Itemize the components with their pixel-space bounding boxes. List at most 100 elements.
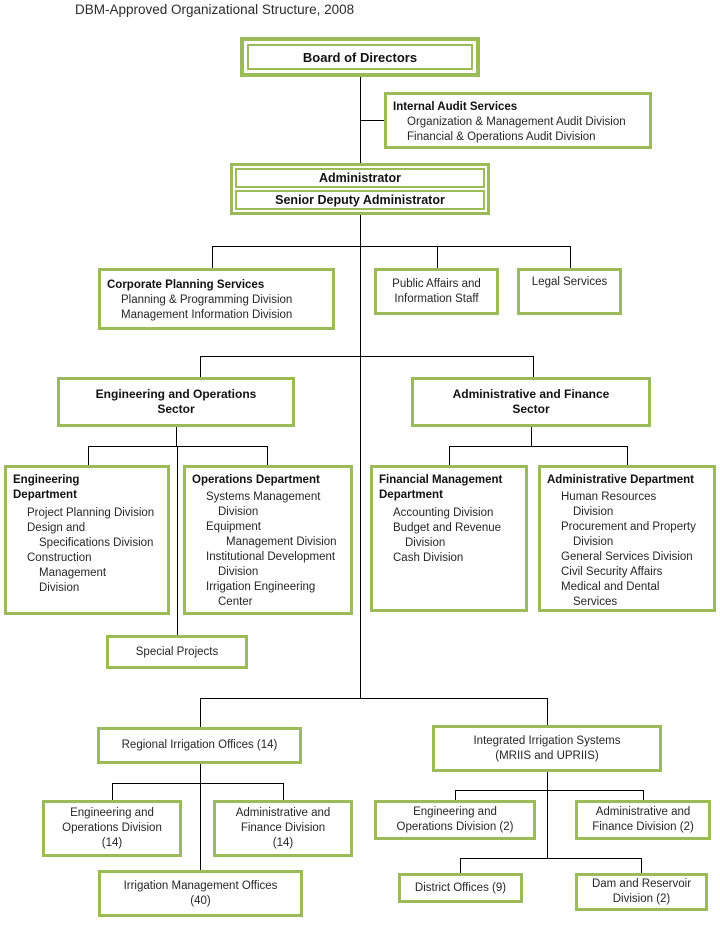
node-line: Management Information Division xyxy=(121,309,293,321)
connector-line xyxy=(455,790,456,800)
connector-line xyxy=(212,246,213,268)
node-line: Management xyxy=(39,567,107,579)
connector-line xyxy=(643,790,644,800)
page-title: DBM-Approved Organizational Structure, 2… xyxy=(75,2,355,17)
connector-line xyxy=(360,120,384,121)
node-legal-services: Legal Services xyxy=(517,268,622,315)
node-title-line: Financial Management xyxy=(379,474,503,486)
node-irrigation-management-offices: Irrigation Management Offices (40) xyxy=(98,870,303,917)
node-board-of-directors: Board of Directors xyxy=(240,37,480,77)
node-administrator: Administrator xyxy=(235,168,485,188)
node-engineering-operations-division-14: Engineering and Operations Division (14) xyxy=(42,800,182,857)
node-line: Institutional Development xyxy=(206,551,336,563)
node-line: Center xyxy=(218,596,253,608)
connector-line xyxy=(177,446,178,635)
node-administrative-finance-division-2: Administrative and Finance Division (2) xyxy=(575,800,711,840)
node-line: Planning & Programming Division xyxy=(121,294,293,306)
node-district-offices: District Offices (9) xyxy=(398,873,523,903)
connector-line xyxy=(531,427,532,446)
connector-line xyxy=(455,790,643,791)
node-administrator-stack: Administrator Senior Deputy Administrato… xyxy=(230,163,490,215)
connector-line xyxy=(88,446,89,465)
node-line: Division xyxy=(573,506,614,518)
node-line: Division xyxy=(39,582,80,594)
connector-line xyxy=(570,246,571,268)
node-regional-irrigation-offices: Regional Irrigation Offices (14) xyxy=(97,727,302,764)
connector-line xyxy=(533,356,534,377)
node-line: Design and xyxy=(27,522,86,534)
node-line: Specifications Division xyxy=(39,537,154,549)
node-line: Operations Division (2) xyxy=(396,821,514,833)
connector-line xyxy=(212,246,570,247)
node-administrative-department: Administrative Department Human Resource… xyxy=(538,465,716,612)
node-line: Finance Division (2) xyxy=(592,821,694,833)
node-line: Finance Division xyxy=(240,822,326,834)
node-title-line: Engineering xyxy=(13,474,80,486)
node-line: Administrative and xyxy=(235,807,331,819)
node-line: Procurement and Property xyxy=(561,521,696,533)
node-line: Integrated Irrigation Systems xyxy=(473,734,621,747)
node-line: Financial & Operations Audit Division xyxy=(407,131,596,143)
node-line: Information Staff xyxy=(394,292,479,305)
node-line: Human Resources xyxy=(561,491,657,503)
node-title-line: Operations Department xyxy=(192,474,320,486)
node-senior-deputy-administrator: Senior Deputy Administrator xyxy=(235,190,485,210)
node-title-line: Department xyxy=(13,489,77,501)
connector-line xyxy=(200,698,201,727)
node-line: Systems Management xyxy=(206,491,321,503)
connector-line xyxy=(547,698,548,725)
node-financial-management-department: Financial Management Department Accounti… xyxy=(370,465,528,612)
node-line: Division xyxy=(218,506,259,518)
node-line: Sector xyxy=(157,402,195,416)
node-engineering-operations-sector: Engineering and Operations Sector xyxy=(57,377,295,427)
connector-line xyxy=(112,783,113,800)
node-line: General Services Division xyxy=(561,551,693,563)
connector-line xyxy=(200,356,533,357)
node-line: (14) xyxy=(272,837,294,849)
node-integrated-irrigation-systems: Integrated Irrigation Systems (MRIIS and… xyxy=(432,725,662,772)
node-line: (40) xyxy=(190,894,211,907)
node-engineering-department: Engineering Department Project Planning … xyxy=(4,465,170,615)
node-line: Irrigation Management Offices xyxy=(123,879,278,892)
node-administrative-finance-division-14: Administrative and Finance Division (14) xyxy=(213,800,353,857)
connector-line xyxy=(360,215,361,698)
node-special-projects: Special Projects xyxy=(106,635,248,669)
connector-line xyxy=(267,446,268,465)
node-label: Board of Directors xyxy=(247,44,473,70)
node-line: (MRIIS and UPRIIS) xyxy=(495,749,599,762)
node-label: Regional Irrigation Offices (14) xyxy=(121,739,278,751)
connector-line xyxy=(200,698,547,699)
connector-line xyxy=(627,446,628,465)
node-line: Engineering and xyxy=(413,806,497,818)
node-line: Division xyxy=(218,566,259,578)
node-line: Administrative and xyxy=(595,806,691,818)
node-title: Corporate Planning Services xyxy=(107,279,265,291)
node-title: Internal Audit Services xyxy=(393,101,518,113)
connector-line xyxy=(641,858,642,873)
connector-line xyxy=(176,427,177,446)
node-line: Public Affairs and xyxy=(392,277,481,290)
node-line: Project Planning Division xyxy=(27,507,155,519)
connector-line xyxy=(449,446,450,465)
node-line: Civil Security Affairs xyxy=(561,566,663,578)
node-line: Sector xyxy=(512,402,550,416)
node-line: Services xyxy=(573,596,618,608)
node-line: Equipment xyxy=(206,521,261,533)
node-corporate-planning-services: Corporate Planning Services Planning & P… xyxy=(98,268,335,330)
node-label: Special Projects xyxy=(135,645,219,658)
node-administrative-finance-sector: Administrative and Finance Sector xyxy=(411,377,651,427)
node-line: Division xyxy=(573,536,614,548)
node-internal-audit-services: Internal Audit Services Organization & M… xyxy=(384,92,652,149)
node-dam-reservoir-division: Dam and Reservoir Division (2) xyxy=(575,873,708,911)
node-line: Medical and Dental xyxy=(561,581,660,593)
node-line: Administrative and Finance xyxy=(452,387,610,401)
node-label: District Offices (9) xyxy=(414,881,507,894)
connector-line xyxy=(449,446,627,447)
node-line: (14) xyxy=(101,837,123,849)
node-title-line: Department xyxy=(379,489,443,501)
node-line: Dam and Reservoir xyxy=(591,878,692,890)
node-line: Budget and Revenue xyxy=(393,522,502,534)
node-line: Construction xyxy=(27,552,92,564)
node-line: Organization & Management Audit Division xyxy=(407,116,626,128)
node-public-affairs-information-staff: Public Affairs and Information Staff xyxy=(374,268,499,315)
